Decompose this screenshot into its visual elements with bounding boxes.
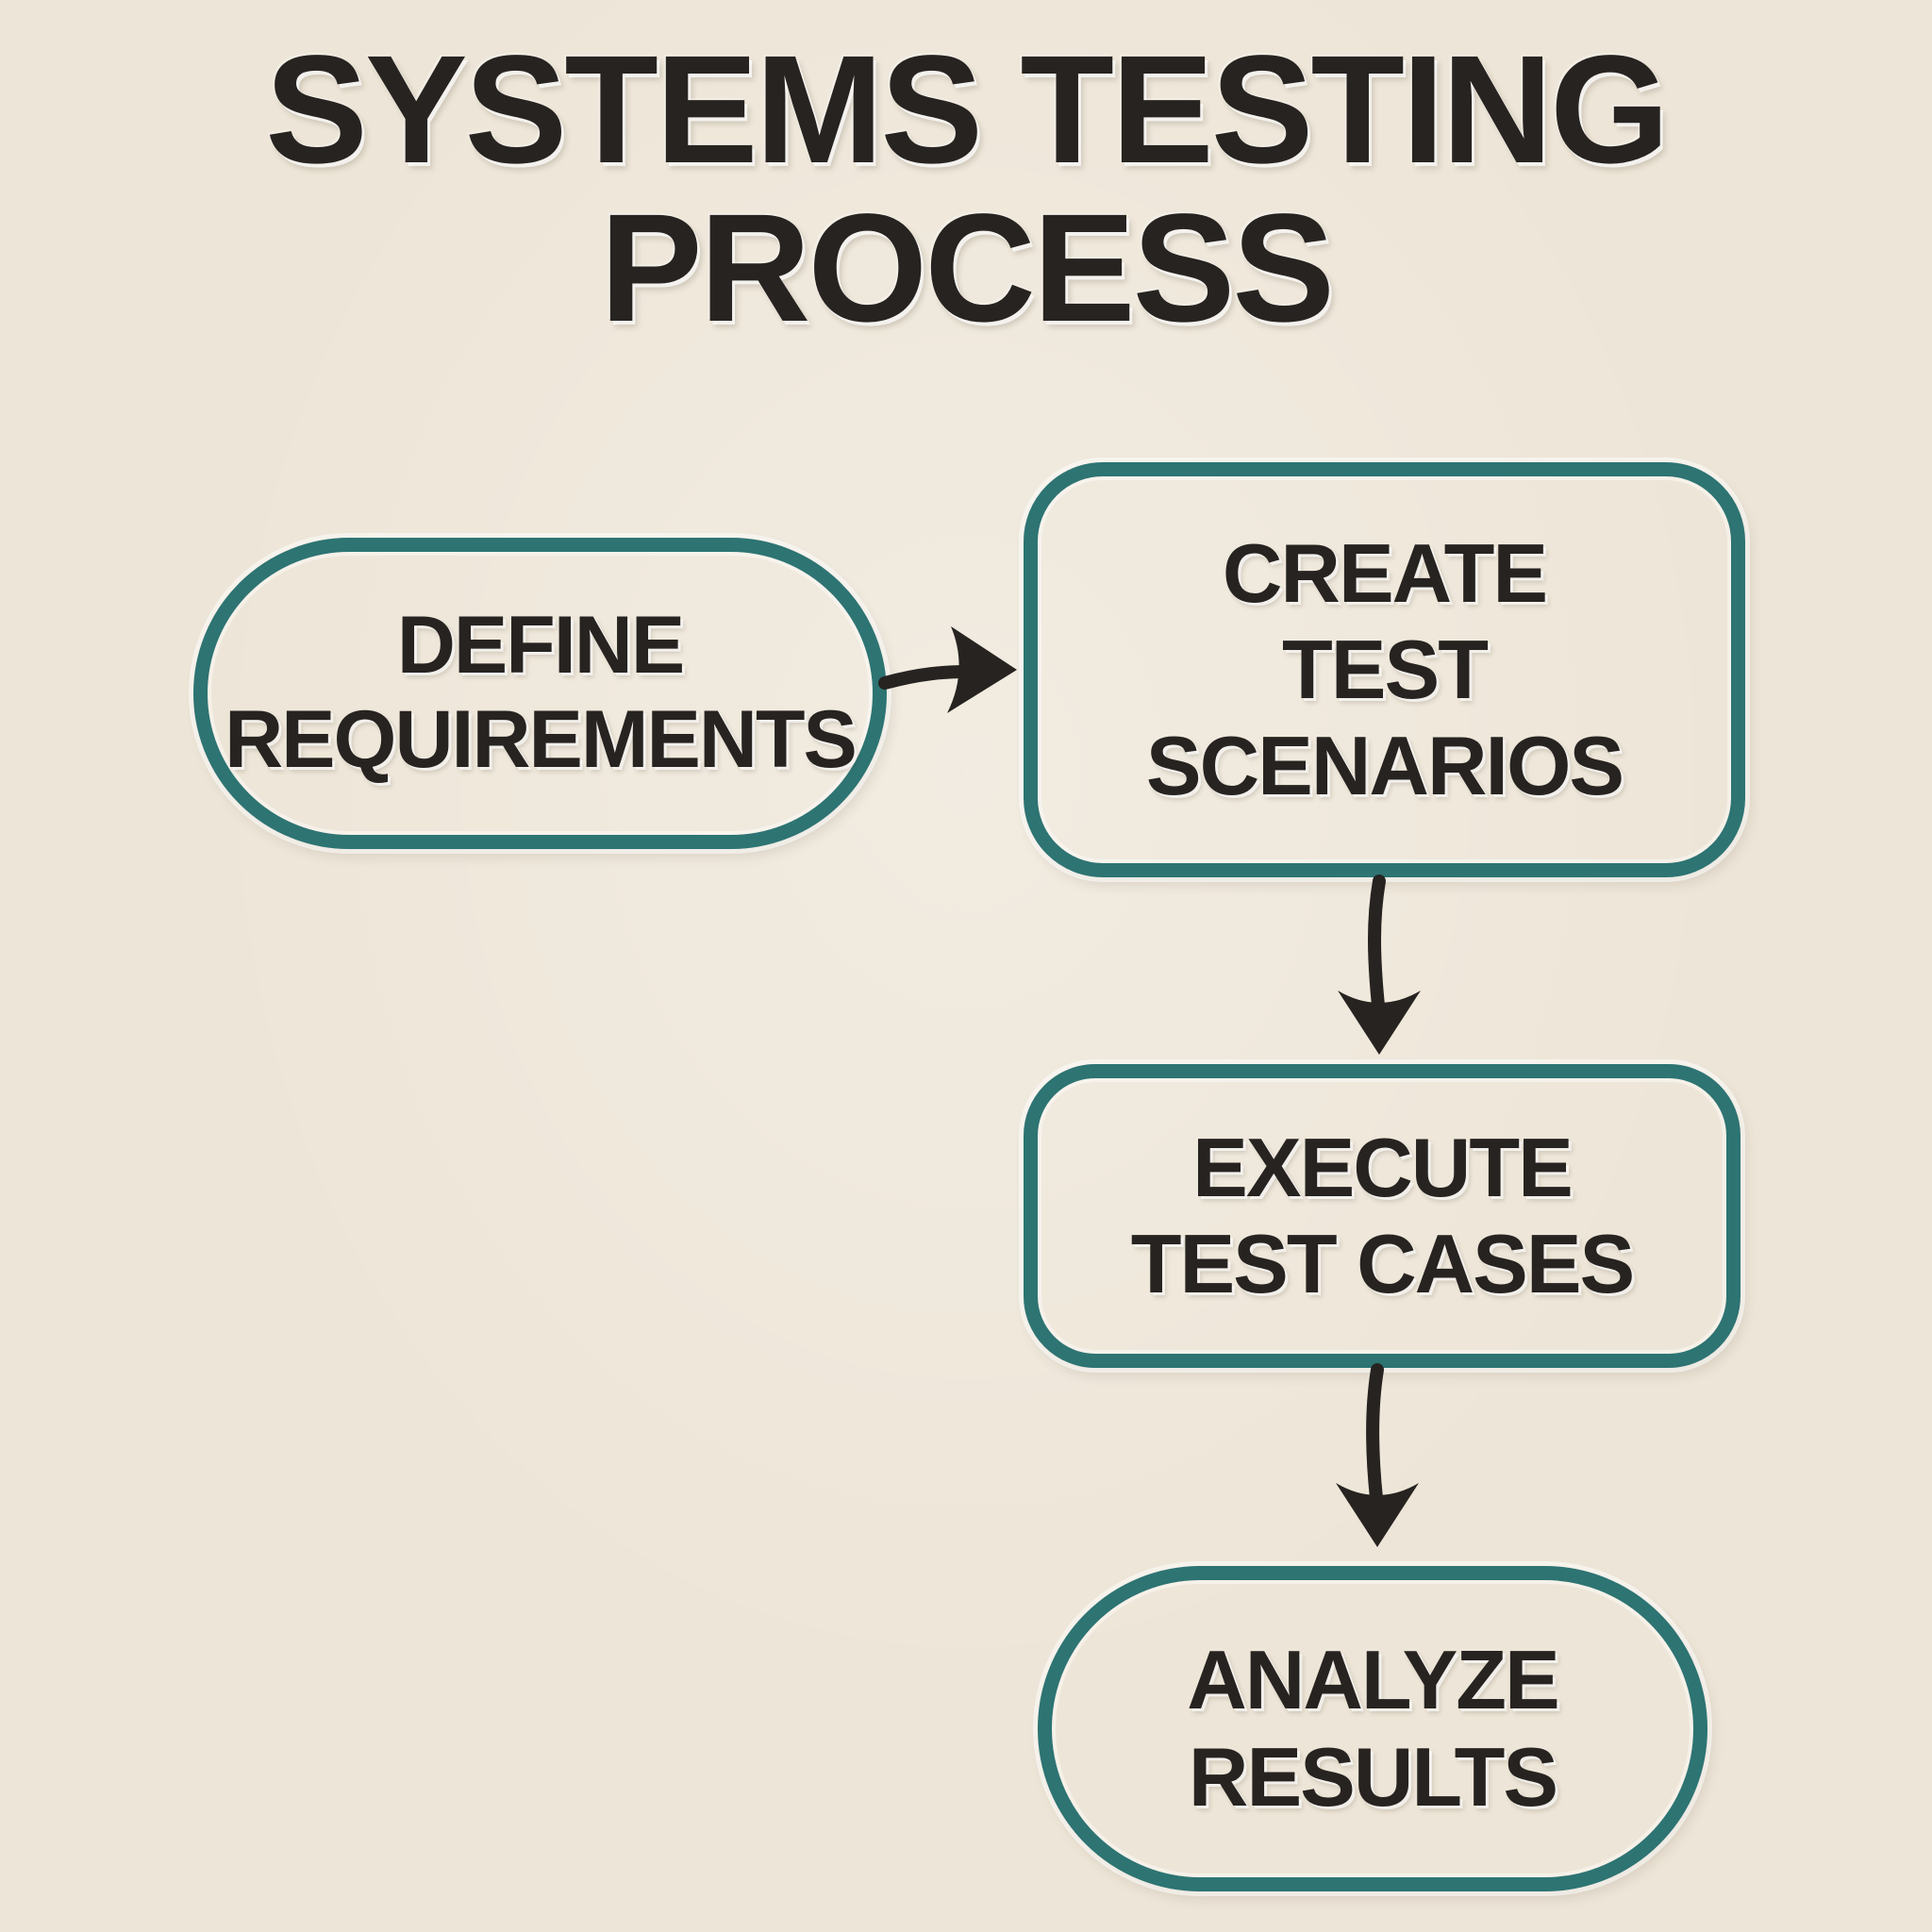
node-create-test-scenarios-label-line-2: TEST: [1282, 622, 1489, 716]
page-title: SYSTEMS TESTING PROCESS: [0, 30, 1932, 347]
arrow-define-to-create-shaft: [878, 665, 978, 690]
arrow-execute-to-analyze: [1336, 1363, 1419, 1547]
node-analyze-results-label-line-2: RESULTS: [1188, 1729, 1558, 1824]
node-execute-test-cases-label-line-1: EXECUTE: [1192, 1120, 1574, 1214]
node-define-requirements-label-line-2: REQUIREMENTS: [225, 694, 858, 785]
arrow-define-to-create: [878, 626, 1017, 713]
page-title-line-1: SYSTEMS TESTING: [265, 23, 1670, 195]
node-execute-test-cases-label-line-2: TEST CASES: [1130, 1217, 1636, 1310]
arrow-create-to-execute: [1338, 874, 1421, 1055]
node-execute-test-cases: EXECUTE TEST CASES: [1024, 1064, 1740, 1368]
arrow-execute-to-analyze-shaft: [1366, 1363, 1384, 1505]
arrow-create-to-execute-shaft: [1368, 874, 1386, 1012]
node-analyze-results-label-line-1: ANALYZE: [1187, 1633, 1559, 1727]
node-analyze-results: ANALYZE RESULTS: [1038, 1566, 1707, 1891]
node-create-test-scenarios-label-line-3: SCENARIOS: [1145, 719, 1624, 813]
node-create-test-scenarios-label-line-1: CREATE: [1222, 525, 1548, 620]
node-define-requirements: DEFINE REQUIREMENTS: [193, 538, 887, 849]
arrow-create-to-execute-head-icon: [1338, 991, 1421, 1055]
arrow-define-to-create-head-icon: [947, 626, 1017, 713]
arrow-execute-to-analyze-head-icon: [1336, 1483, 1419, 1547]
page-title-line-2: PROCESS: [599, 181, 1335, 354]
node-create-test-scenarios: CREATE TEST SCENARIOS: [1024, 462, 1745, 877]
node-define-requirements-label-line-1: DEFINE: [396, 600, 685, 691]
